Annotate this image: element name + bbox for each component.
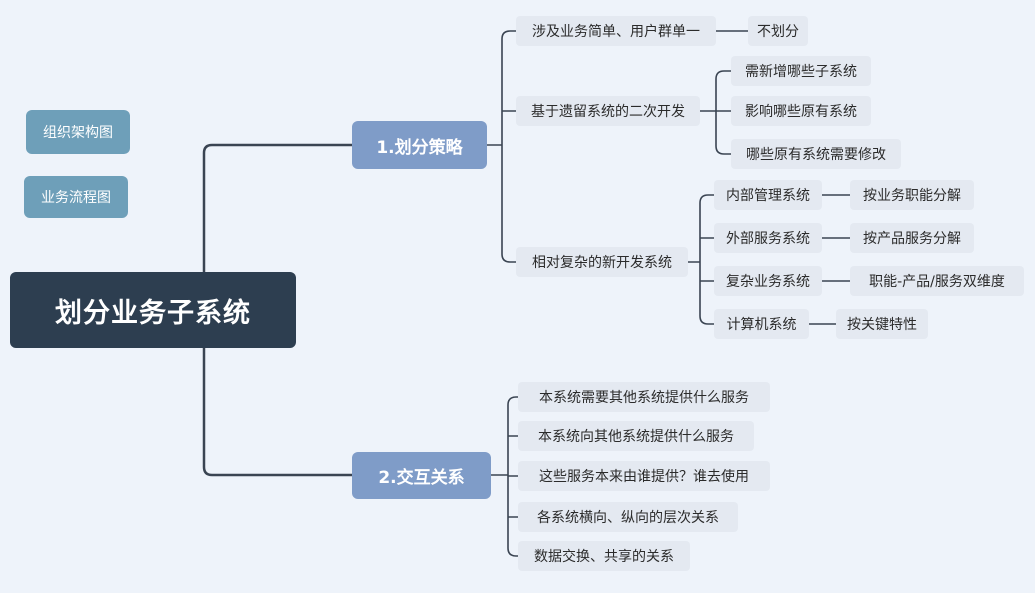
leaf-dual-dimension[interactable]: 职能-产品/服务双维度 xyxy=(850,266,1024,296)
branch-topic-strategy[interactable]: 1.划分策略 xyxy=(352,121,487,169)
leaf-systems-to-modify[interactable]: 哪些原有系统需要修改 xyxy=(731,139,901,169)
subtopic-services-provided[interactable]: 本系统向其他系统提供什么服务 xyxy=(518,421,754,451)
connector-root-branch1 xyxy=(202,143,354,274)
leaf-by-key-feature[interactable]: 按关键特性 xyxy=(836,309,928,339)
leaf-affected-systems[interactable]: 影响哪些原有系统 xyxy=(731,96,871,126)
leaf-by-product-service[interactable]: 按产品服务分解 xyxy=(850,223,974,253)
connector-grandchildren xyxy=(808,194,851,325)
branch-topic-interaction[interactable]: 2.交互关系 xyxy=(352,452,491,499)
connector-item3-children xyxy=(687,194,715,325)
connector-root-branch2 xyxy=(202,346,354,477)
floating-topic-org-chart[interactable]: 组织架构图 xyxy=(26,110,130,154)
subtopic-services-needed[interactable]: 本系统需要其他系统提供什么服务 xyxy=(518,382,770,412)
subtopic-data-exchange[interactable]: 数据交换、共享的关系 xyxy=(518,541,690,571)
connector-branch1-items xyxy=(486,30,517,263)
leaf-by-business-function[interactable]: 按业务职能分解 xyxy=(850,180,974,210)
leaf-complex-business[interactable]: 复杂业务系统 xyxy=(714,266,822,296)
leaf-internal-management[interactable]: 内部管理系统 xyxy=(714,180,822,210)
floating-topic-process-chart[interactable]: 业务流程图 xyxy=(24,176,128,218)
leaf-no-division[interactable]: 不划分 xyxy=(748,16,808,46)
leaf-computer-system[interactable]: 计算机系统 xyxy=(714,309,809,339)
subtopic-service-origin[interactable]: 这些服务本来由谁提供？谁去使用 xyxy=(518,461,770,491)
subtopic-legacy-development[interactable]: 基于遗留系统的二次开发 xyxy=(516,96,700,126)
leaf-new-subsystems[interactable]: 需新增哪些子系统 xyxy=(731,56,871,86)
subtopic-hierarchy[interactable]: 各系统横向、纵向的层次关系 xyxy=(518,502,738,532)
leaf-external-service[interactable]: 外部服务系统 xyxy=(714,223,822,253)
connector-item2-children xyxy=(699,70,732,155)
subtopic-simple-business[interactable]: 涉及业务简单、用户群单一 xyxy=(516,16,716,46)
subtopic-complex-new-system[interactable]: 相对复杂的新开发系统 xyxy=(516,247,688,277)
root-topic[interactable]: 划分业务子系统 xyxy=(10,272,296,348)
connector-branch2-items xyxy=(490,396,519,557)
